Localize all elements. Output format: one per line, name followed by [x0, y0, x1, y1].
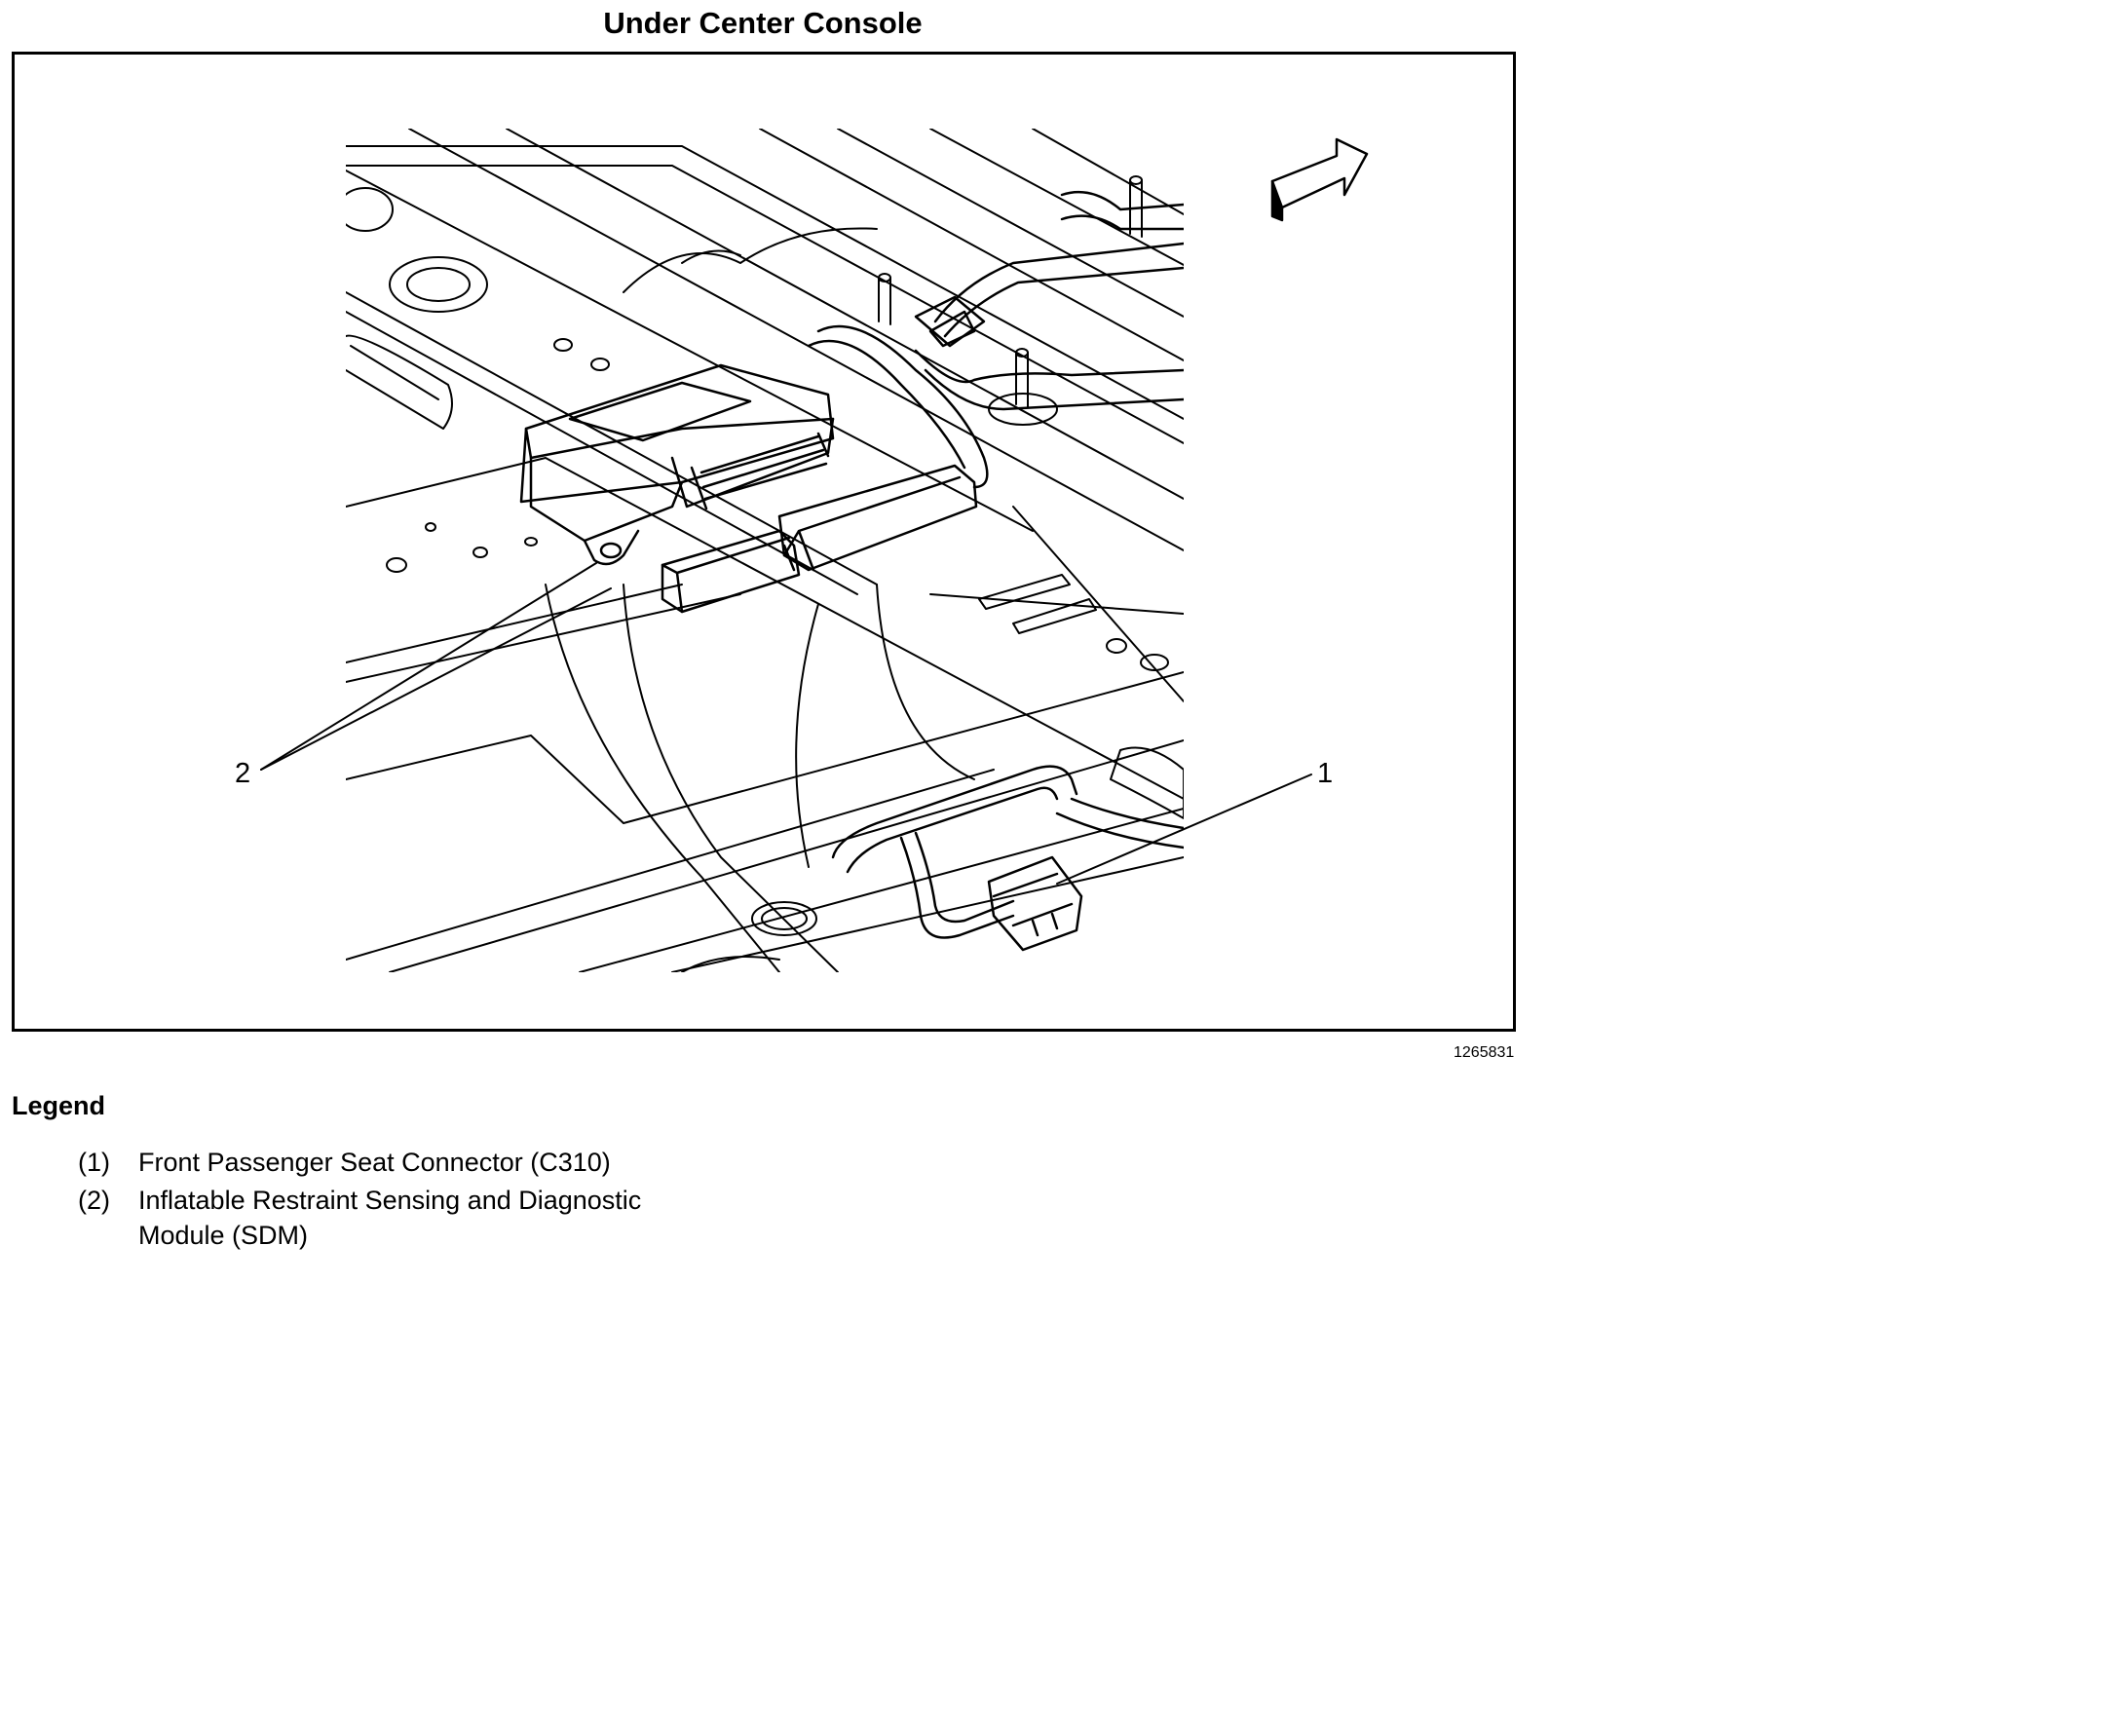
console-floor-scene — [346, 129, 1184, 972]
diagram-title: Under Center Console — [603, 6, 923, 40]
legend-list: (1) Front Passenger Seat Connector (C310… — [78, 1145, 760, 1256]
floor-recess-shapes — [346, 187, 1184, 972]
console-line-drawing — [260, 129, 1369, 972]
legend-item-text: Front Passenger Seat Connector (C310) — [138, 1148, 611, 1177]
callout-label-1: 1 — [1317, 758, 1334, 789]
callout-label-2: 2 — [235, 758, 251, 789]
legend-item-number: (1) — [78, 1148, 110, 1177]
legend-item-number: (2) — [78, 1186, 110, 1215]
legend-item: (2) Inflatable Restraint Sensing and Dia… — [78, 1183, 760, 1253]
forward-direction-arrow-icon — [1270, 137, 1369, 222]
legend-heading: Legend — [12, 1091, 106, 1120]
leader-2b — [260, 587, 612, 771]
lower-wire-harness — [831, 765, 1184, 952]
legend-item-text: Inflatable Restraint Sensing and Diagnos… — [138, 1186, 642, 1250]
callout-leaders — [260, 562, 1312, 885]
sdm-module — [519, 363, 835, 566]
upper-wire-harness — [807, 190, 1184, 489]
leader-2a — [260, 562, 597, 771]
mounting-studs — [878, 175, 1143, 426]
floor-panel-lines — [346, 129, 1184, 972]
diagram-frame — [12, 52, 1516, 1032]
sdm-connectors — [661, 464, 978, 614]
leader-1 — [1056, 774, 1312, 885]
legend-item: (1) Front Passenger Seat Connector (C310… — [78, 1145, 760, 1180]
